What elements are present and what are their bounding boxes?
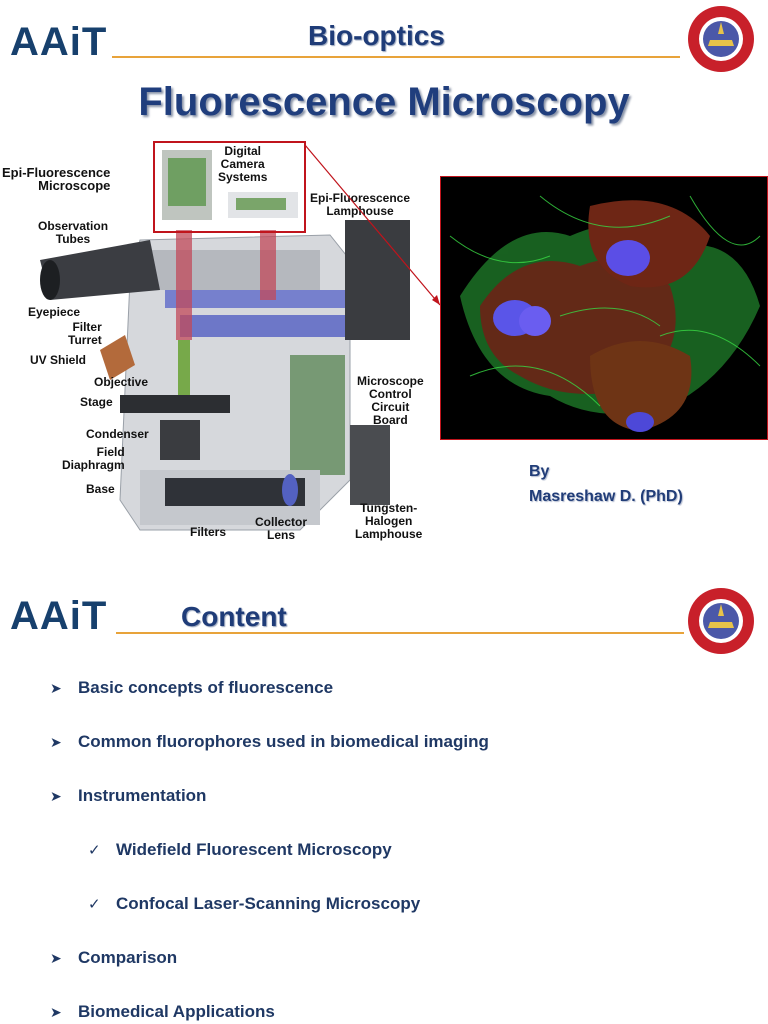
arrow-bullet-icon: ➤ <box>50 788 62 804</box>
label-condenser: Condenser <box>86 427 149 441</box>
label-filters: Filters <box>190 525 227 539</box>
connector-arrow <box>304 144 441 306</box>
arrow-bullet-icon: ➤ <box>50 950 62 966</box>
label-base: Base <box>86 482 115 496</box>
arrow-bullet-icon: ➤ <box>50 734 62 750</box>
aait-logo: AAiT <box>10 594 108 638</box>
arrow-bullet-icon: ➤ <box>50 680 62 696</box>
label-filter-turret: Filter Turret <box>68 320 102 347</box>
author-name: Masreshaw D. (PhD) <box>529 488 683 505</box>
list-item: ➤Biomedical Applications <box>50 1002 275 1021</box>
label-observation-tubes: Observation Tubes <box>38 219 109 246</box>
label-field-diaphragm: Field Diaphragm <box>62 445 125 472</box>
list-item: ✓Widefield Fluorescent Microscopy <box>88 840 392 859</box>
author-by: By <box>529 463 550 480</box>
label-objective: Objective <box>94 375 149 389</box>
label-uv-shield: UV Shield <box>30 353 87 367</box>
list-item: ➤Basic concepts of fluorescence <box>50 678 334 697</box>
label-collector-lens: Collector Lens <box>255 515 308 542</box>
label-eyepiece: Eyepiece <box>28 305 81 319</box>
header-rule <box>112 56 680 58</box>
checkmark-icon: ✓ <box>88 896 101 913</box>
label-tungsten-halogen-lamphouse: Tungsten- Halogen Lamphouse <box>355 501 423 541</box>
label-digital-camera-systems: Digital Camera Systems <box>218 144 268 184</box>
slide-title: AAiT Bio-optics Fluorescence Microscopy <box>2 6 768 542</box>
fluorescent-cells-image <box>440 176 768 440</box>
label-stage: Stage <box>80 395 113 409</box>
list-item: ➤Comparison <box>50 948 178 967</box>
list-item: ➤Common fluorophores used in biomedical … <box>50 732 489 751</box>
university-seal-icon <box>688 6 754 72</box>
slide-main-title: Fluorescence Microscopy <box>138 80 630 124</box>
header-rule <box>116 632 684 634</box>
header-title: Bio-optics <box>308 20 445 51</box>
label-epi-fluorescence-microscope: Epi-Fluorescence Microscope <box>2 165 111 193</box>
university-seal-icon <box>688 588 754 654</box>
checkmark-icon: ✓ <box>88 842 101 859</box>
microscope-diagram <box>40 141 410 531</box>
aait-logo: AAiT <box>10 20 108 64</box>
arrow-bullet-icon: ➤ <box>50 1004 62 1020</box>
slide-content: AAiT Content ➤Basic concepts of fluoresc… <box>0 582 768 1024</box>
list-item: ✓Confocal Laser-Scanning Microscopy <box>88 894 421 913</box>
header-title: Content <box>181 601 287 632</box>
list-item: ➤Instrumentation <box>50 786 207 805</box>
label-microscope-control-board: Microscope Control Circuit Board <box>357 374 424 427</box>
